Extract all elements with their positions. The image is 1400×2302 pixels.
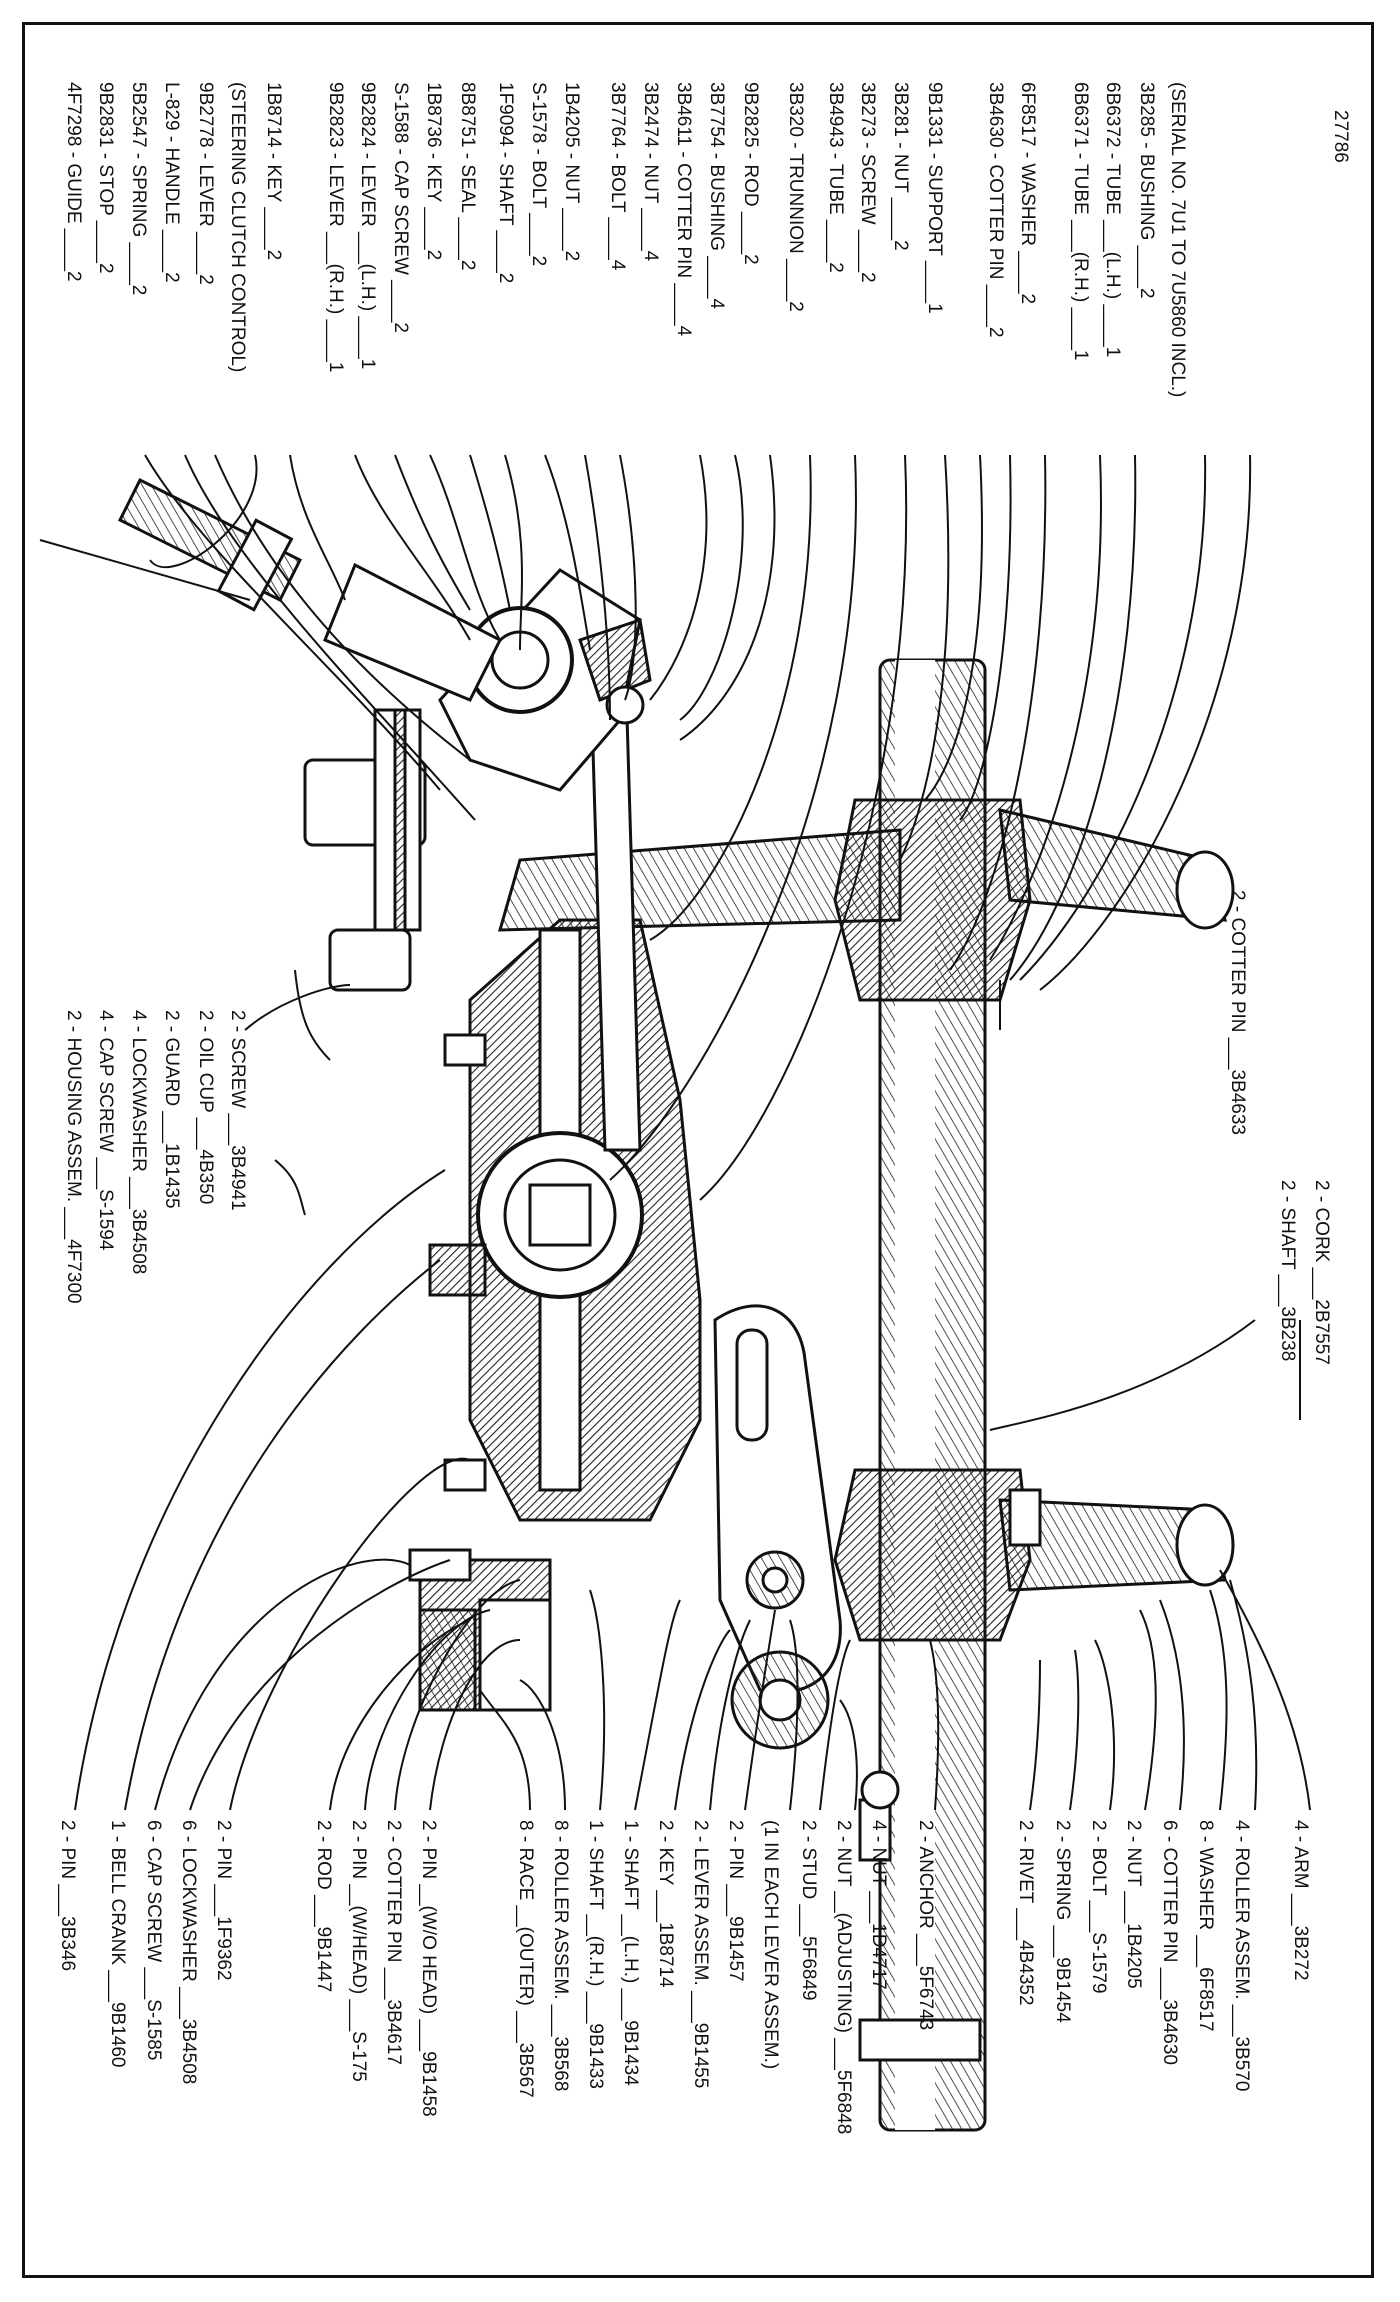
top-callout: 6F8517 - WASHER ____2 [1017, 82, 1038, 304]
bottom-callout: 2 - COTTER PIN ___3B4617 [383, 1820, 404, 2065]
diagram-frame [22, 22, 1374, 2278]
top-callout: 1B8714 - KEY ____2 [263, 82, 284, 260]
top-callout: 3B4943 - TUBE ____2 [825, 82, 846, 273]
top-callout: S-1578 - BOLT ____2 [528, 82, 549, 266]
bottom-callout: 2 - NUT __(ADJUSTING) ___5F6848 [833, 1820, 854, 2134]
mid-callout-list: 2 - HOUSING ASSEM. ___4F7300 4 - CAP SCRE… [63, 890, 1332, 1365]
top-callout: 3B2474 - NUT ____4 [640, 82, 661, 262]
top-callout: 3B273 - SCREW ____2 [857, 82, 878, 283]
top-callout: S-1588 - CAP SCREW ____2 [390, 82, 411, 333]
bottom-callout: 4 - ROLLER ASSEM. ___3B570 [1231, 1820, 1252, 2091]
top-callout: 3B7764 - BOLT ____4 [607, 82, 628, 271]
bottom-callout: 2 - NUT ___1B4205 [1123, 1820, 1144, 1989]
top-callout: (SERIAL NO. 7U1 TO 7U5860 INCL.) [1167, 82, 1188, 397]
top-callout: 3B281 - NUT ____2 [890, 82, 911, 251]
lower-trunnion [833, 1468, 1032, 1642]
top-callout: 3B4630 - COTTER PIN ____2 [985, 82, 1006, 338]
bottom-callout: 2 - PIN ___1F9362 [213, 1820, 234, 1981]
bottom-callout: 8 - RACE __(OUTER) ___3B567 [515, 1820, 536, 2098]
upper-roller-arm [998, 808, 1227, 922]
bottom-callout: 2 - PIN __(W/O HEAD) ___9B1458 [418, 1820, 439, 2117]
bottom-callout: 6 - LOCKWASHER ___3B4508 [178, 1820, 199, 2084]
top-callout: 6B6371 - TUBE ___(R.H.) ____1 [1070, 82, 1091, 360]
mid-callout: 2 - SHAFT ___3B238 [1277, 1180, 1298, 1361]
upper-arm [497, 828, 902, 932]
mid-callout: 2 - COTTER PIN ___3B4633 [1227, 890, 1248, 1135]
mid-callout: 2 - CORK ___2B7557 [1311, 1180, 1332, 1365]
top-callout: 1B4205 - NUT ____2 [561, 82, 582, 261]
mid-callout: 2 - HOUSING ASSEM. ___4F7300 [63, 1010, 84, 1304]
bottom-callout: 4 - ARM ___3B272 [1290, 1820, 1311, 1981]
top-callout: 8B8751 - SEAL ____2 [457, 82, 478, 270]
bottom-callout: 2 - BOLT ___S-1579 [1088, 1820, 1109, 1994]
top-callout: 1B8736 - KEY ____2 [423, 82, 444, 260]
top-callout: 9B2831 - STOP ____2 [95, 82, 116, 274]
bottom-callout: 2 - SPRING ___9B1454 [1052, 1820, 1073, 2023]
bottom-callout: 2 - RIVET ___4B4352 [1015, 1820, 1036, 2006]
top-callout: L-829 - HANDLE ____2 [161, 82, 182, 283]
bottom-callout: 6 - COTTER PIN ___3B4630 [1159, 1820, 1180, 2065]
top-callout: 9B2824 - LEVER ___(L.H.) ____1 [357, 82, 378, 369]
figure-number: 27786 [1330, 110, 1351, 163]
bottom-callout: 8 - ROLLER ASSEM. ___3B568 [550, 1820, 571, 2091]
top-callout: 3B320 - TRUNNION ____2 [785, 82, 806, 312]
bottom-callout: 2 - LEVER ASSEM. ___9B1455 [690, 1820, 711, 2088]
top-callout-list: 4F7298 - GUIDE ____2 9B2831 - STOP ____2 5… [63, 82, 1188, 397]
bottom-callout: 2 - PIN __(W/HEAD) ___S-175 [348, 1820, 369, 2082]
lever-plate [713, 1304, 842, 1694]
top-callout: 9B2825 - ROD ____2 [740, 82, 761, 265]
top-callout: 3B7754 - BUSHING ____4 [706, 82, 727, 310]
top-callout: (STEERING CLUTCH CONTROL) [227, 82, 248, 372]
mid-callout: 4 - CAP SCREW ___S-1594 [95, 1010, 116, 1251]
bottom-callout: 1 - SHAFT __(R.H.) ___9B1433 [585, 1820, 606, 2089]
mid-callout: 2 - SCREW ___3B4941 [227, 1010, 248, 1211]
bottom-callout: 1 - BELL CRANK ___9B1460 [107, 1820, 128, 2068]
top-callout: 9B1331 - SUPPORT ____1 [924, 82, 945, 314]
mid-callout: 4 - LOCKWASHER ___3B4508 [128, 1010, 149, 1274]
top-callout: 9B2823 - LEVER ___(R.H.) ____1 [325, 82, 346, 372]
top-callout: 3B4611 - COTTER PIN ____4 [673, 82, 694, 337]
bottom-callout-list: 2 - PIN ___3B346 1 - BELL CRANK ___9B1460… [57, 1820, 1311, 2134]
top-callout: 5B2547 - SPRING ____2 [128, 82, 149, 295]
clutch-control-lever [323, 562, 503, 702]
bottom-callout: 2 - PIN ___3B346 [57, 1820, 78, 1971]
mid-callout: 2 - GUARD ___1B1435 [161, 1010, 182, 1209]
top-callout: 4F7298 - GUIDE ____2 [63, 82, 84, 282]
mid-callout: 2 - OIL CUP ___4B350 [195, 1010, 216, 1204]
bottom-callout: 1 - SHAFT __(L.H.) ___9B1434 [620, 1820, 641, 2086]
bottom-callout: 2 - KEY ___1B8714 [655, 1820, 676, 1988]
bottom-callout: 8 - WASHER ___6F8517 [1195, 1820, 1216, 2032]
bottom-callout: 6 - CAP SCREW ___S-1585 [143, 1820, 164, 2060]
bottom-callout: 2 - STUD ___5F6849 [798, 1820, 819, 2001]
bottom-callout: (1 IN EACH LEVER ASSEM.) [760, 1820, 781, 2069]
top-callout: 1F9094 - SHAFT ____2 [495, 82, 516, 283]
bottom-callout: 2 - PIN ___9B1457 [725, 1820, 746, 1982]
top-callout: 3B285 - BUSHING ____2 [1136, 82, 1157, 299]
bottom-callout: 4 - NUT ___1D4717 [868, 1820, 889, 1990]
leader-lines [74, 454, 1311, 1811]
top-callout: 9B2778 - LEVER ____2 [195, 82, 216, 285]
top-callout: 6B6372 - TUBE ___(L.H.) ____1 [1102, 82, 1123, 357]
bottom-callout: 2 - ANCHOR ___5F6743 [915, 1820, 936, 2030]
bottom-callout: 2 - ROD ___9B1447 [313, 1820, 334, 1992]
